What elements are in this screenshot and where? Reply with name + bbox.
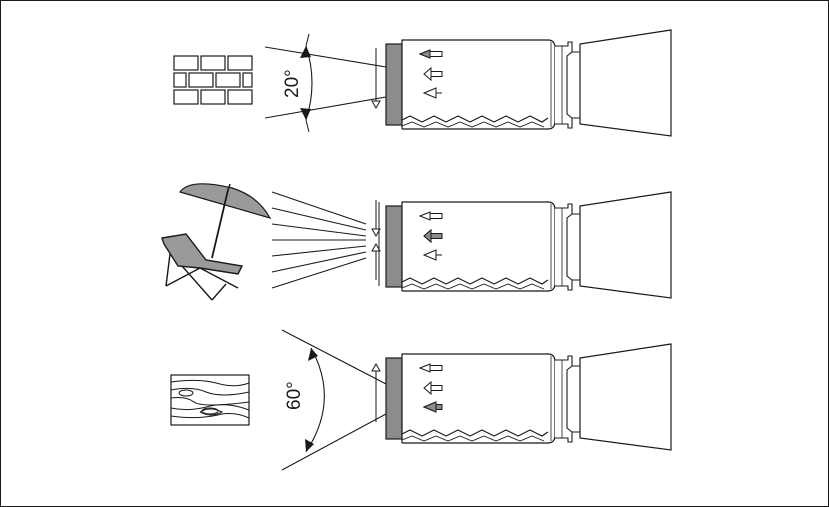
sensor-device: [386, 30, 671, 136]
angle-label-20: 20°: [282, 69, 303, 98]
adjust-arrow-up: [372, 364, 380, 422]
deckchair-icon: [162, 234, 242, 300]
angle-arrows-60: [305, 348, 318, 452]
row-sun: [162, 184, 671, 300]
row-wood: 60°: [171, 330, 671, 470]
brick-wall-icon: [174, 56, 252, 104]
sensor-device: [386, 192, 671, 298]
sun-rays: [272, 192, 366, 288]
wood-grain-icon: [171, 375, 249, 425]
adjust-arrows-narrow: [372, 200, 380, 286]
sensor-device: [386, 344, 671, 450]
row-wall: 20°: [174, 30, 671, 136]
angle-label-60: 60°: [284, 381, 305, 410]
